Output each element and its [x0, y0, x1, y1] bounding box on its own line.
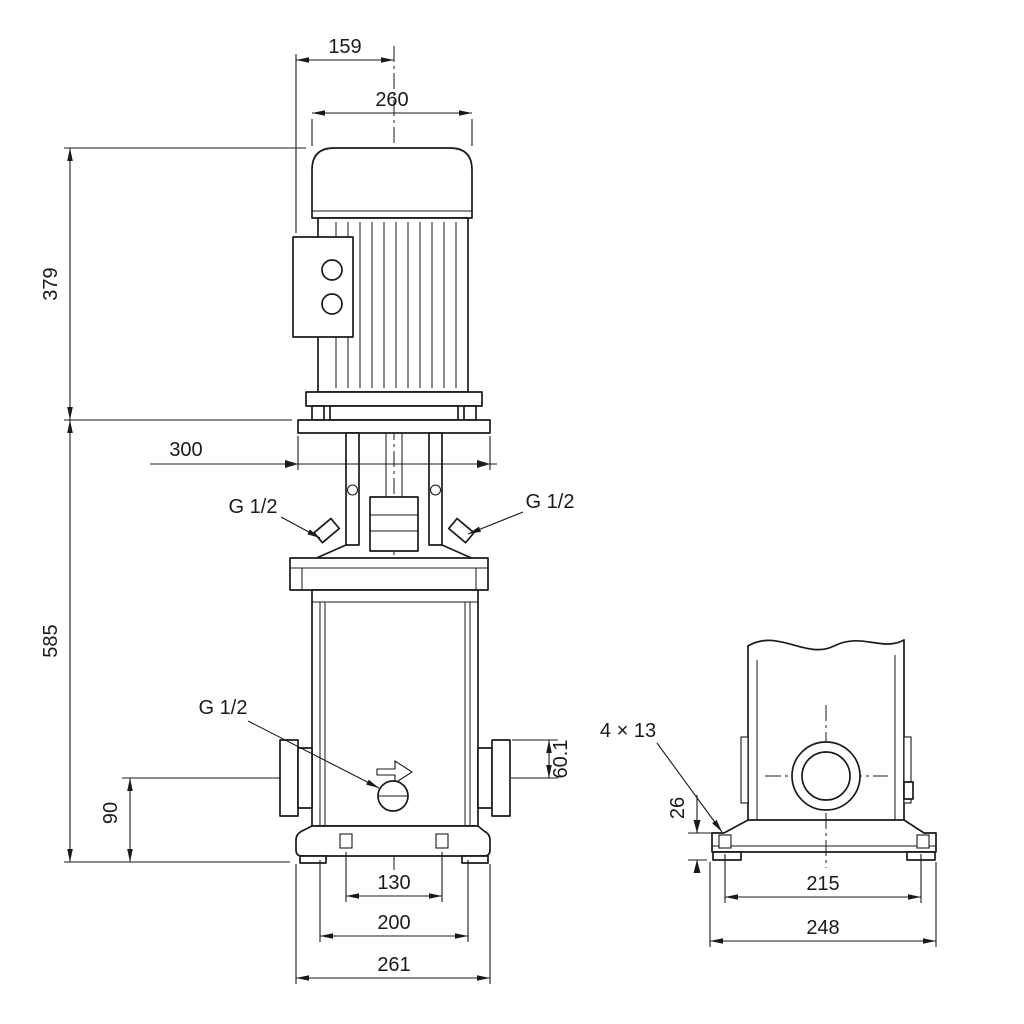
- side-body: [741, 640, 913, 820]
- dim-90-label: 90: [100, 802, 122, 824]
- vent-plug-right: [449, 519, 474, 543]
- dim-260-label: 260: [375, 89, 408, 111]
- motor-neck: [330, 406, 458, 420]
- motor-flange: [298, 420, 490, 433]
- side-view: 4 × 13 26 215 248: [600, 640, 936, 947]
- flange-lug: [464, 406, 476, 420]
- dimension-arrow: [694, 860, 701, 873]
- dimension-379: 379: [40, 148, 306, 420]
- leader-line: [468, 512, 523, 534]
- dimension-60-1: 60.1: [512, 740, 572, 779]
- port-neck: [298, 748, 312, 808]
- port-flange: [280, 740, 298, 816]
- dim-130-label: 130: [377, 872, 410, 894]
- dim-26-label: 26: [667, 797, 689, 819]
- dim-300-label: 300: [169, 439, 202, 461]
- dimension-260: 260: [312, 89, 472, 146]
- flange-lug: [312, 406, 324, 420]
- guard-screw: [431, 485, 441, 495]
- base-slot: [340, 834, 352, 848]
- callout-bolt-holes: 4 × 13: [600, 720, 722, 832]
- side-base-plate: [712, 820, 936, 860]
- dimension-215: 215: [725, 854, 921, 903]
- dimension-arrow: [285, 460, 298, 468]
- base-foot: [300, 856, 326, 863]
- guard-screw: [348, 485, 358, 495]
- dim-248-label: 248: [806, 917, 839, 939]
- dim-215-label: 215: [806, 873, 839, 895]
- cable-gland-hole: [322, 260, 342, 280]
- port-opening-inner: [802, 752, 850, 800]
- base-profile: [712, 820, 936, 852]
- dim-379-label: 379: [40, 267, 62, 300]
- dim-60-1-label: 60.1: [550, 740, 572, 779]
- bolt-hole: [917, 835, 929, 848]
- clamp-left: [741, 737, 748, 803]
- terminal-box: [293, 237, 353, 337]
- dimension-90: 90: [100, 778, 268, 862]
- callout-port-left: G 1/2: [229, 496, 320, 538]
- fan-cover: [312, 148, 472, 218]
- side-plug: [904, 782, 913, 799]
- dimension-26: 26: [667, 795, 712, 873]
- dimension-arrow: [477, 460, 490, 468]
- coupling-block: [370, 497, 418, 551]
- end-shield: [306, 392, 482, 406]
- port-neck: [478, 748, 492, 808]
- dim-200-label: 200: [377, 912, 410, 934]
- port-left-label: G 1/2: [229, 496, 278, 518]
- base-body: [296, 826, 490, 856]
- front-view: 159 260 379 585 300: [40, 36, 574, 984]
- break-line: [748, 640, 904, 650]
- cable-gland-hole: [322, 294, 342, 314]
- discharge-port-right: [478, 740, 510, 816]
- base-foot: [713, 852, 741, 860]
- dim-585-label: 585: [40, 624, 62, 657]
- head-flange: [290, 558, 488, 590]
- port-right-label: G 1/2: [526, 491, 575, 513]
- base-slot: [436, 834, 448, 848]
- bolt-holes-label: 4 × 13: [600, 720, 656, 742]
- port-flange: [492, 740, 510, 816]
- dim-261-label: 261: [377, 954, 410, 976]
- base-plate: [296, 826, 490, 863]
- callout-port-right: G 1/2: [468, 491, 574, 534]
- motor: [293, 148, 490, 433]
- dimension-585: 585: [40, 420, 290, 862]
- vent-plug-left: [314, 519, 339, 543]
- leader-line: [281, 517, 320, 538]
- dimension-arrow: [694, 820, 701, 833]
- bolt-hole: [719, 835, 731, 848]
- base-foot: [462, 856, 488, 863]
- dim-159-label: 159: [328, 36, 361, 58]
- dimension-300: 300: [150, 436, 497, 470]
- drain-label: G 1/2: [199, 697, 248, 719]
